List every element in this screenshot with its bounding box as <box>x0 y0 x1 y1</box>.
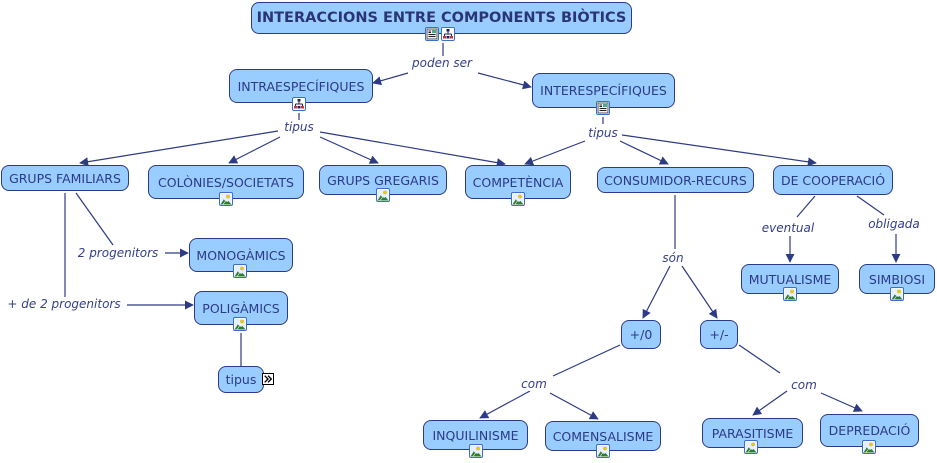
concept-label: COMENSALISME <box>552 428 654 444</box>
concept-grups-familiars[interactable]: GRUPS FAMILIARS <box>1 165 129 191</box>
concept-consumidor-recurs[interactable]: CONSUMIDOR-RECURS <box>597 167 754 193</box>
expand-icon[interactable] <box>262 373 274 385</box>
concept-label: GRUPS GREGARIS <box>327 172 439 188</box>
concept-label: MONOGÀMICS <box>196 247 286 263</box>
link-com-left: com <box>519 377 549 391</box>
image-icon[interactable] <box>862 440 876 454</box>
link-tipus-inter: tipus <box>586 126 620 140</box>
link-eventual: eventual <box>759 221 817 235</box>
concept-label: MUTUALISME <box>748 271 832 287</box>
link-poden-ser: poden ser <box>410 56 474 70</box>
concept-label: COLÒNIES/SOCIETATS <box>158 174 294 190</box>
image-icon[interactable] <box>596 444 610 458</box>
document-image-icon[interactable] <box>596 101 610 115</box>
link-tipus-intra: tipus <box>282 120 316 134</box>
concept-label: INQUILINISME <box>432 427 519 443</box>
document-image-icon[interactable] <box>425 27 439 41</box>
root-concept-label: INTERACCIONS ENTRE COMPONENTS BIÒTICS <box>256 10 627 26</box>
concept-label: SIMBIOSI <box>868 271 926 287</box>
concept-label: PARASITISME <box>711 425 794 441</box>
concept-tipus[interactable]: tipus <box>218 366 264 393</box>
concept-label: INTERESPECÍFIQUES <box>540 83 667 98</box>
link-2-progenitors: 2 progenitors <box>75 246 161 260</box>
concept-de-cooperacio[interactable]: DE COOPERACIÓ <box>773 165 893 195</box>
image-icon[interactable] <box>744 440 758 454</box>
concept-label: tipus <box>225 372 257 387</box>
concept-label: +/- <box>709 327 729 342</box>
concept-label: GRUPS FAMILIARS <box>9 170 121 186</box>
image-icon[interactable] <box>890 287 904 301</box>
image-icon[interactable] <box>783 287 797 301</box>
image-icon[interactable] <box>233 264 247 278</box>
image-icon[interactable] <box>376 188 390 202</box>
concept-grups-gregaris[interactable]: GRUPS GREGARIS <box>319 165 447 195</box>
concept-map-icon[interactable] <box>441 27 455 41</box>
concept-map-icon[interactable] <box>292 97 306 111</box>
image-icon[interactable] <box>219 192 233 206</box>
concept-label: DE COOPERACIÓ <box>780 172 886 188</box>
concept-plus-zero[interactable]: +/0 <box>621 320 661 349</box>
image-icon[interactable] <box>233 317 247 331</box>
concept-label: INTRAESPECÍFIQUES <box>237 78 365 94</box>
image-icon[interactable] <box>469 444 483 458</box>
concept-label: +/0 <box>629 327 653 342</box>
concept-parasitisme[interactable]: PARASITISME <box>702 418 803 448</box>
concept-plus-minus[interactable]: +/- <box>700 320 738 349</box>
root-concept-node[interactable]: INTERACCIONS ENTRE COMPONENTS BIÒTICS <box>251 2 632 34</box>
link-obligada: obligada <box>866 217 922 231</box>
concept-label: COMPETÈNCIA <box>472 174 564 190</box>
link-son: són <box>660 251 686 265</box>
concept-label: DEPREDACIÓ <box>828 423 911 438</box>
image-icon[interactable] <box>511 192 525 206</box>
link-mes-de-2-progenitors: + de 2 progenitors <box>5 297 123 311</box>
link-com-right: com <box>789 378 819 392</box>
concept-label: POLIGÀMICS <box>202 300 280 316</box>
concept-label: CONSUMIDOR-RECURS <box>604 172 747 188</box>
